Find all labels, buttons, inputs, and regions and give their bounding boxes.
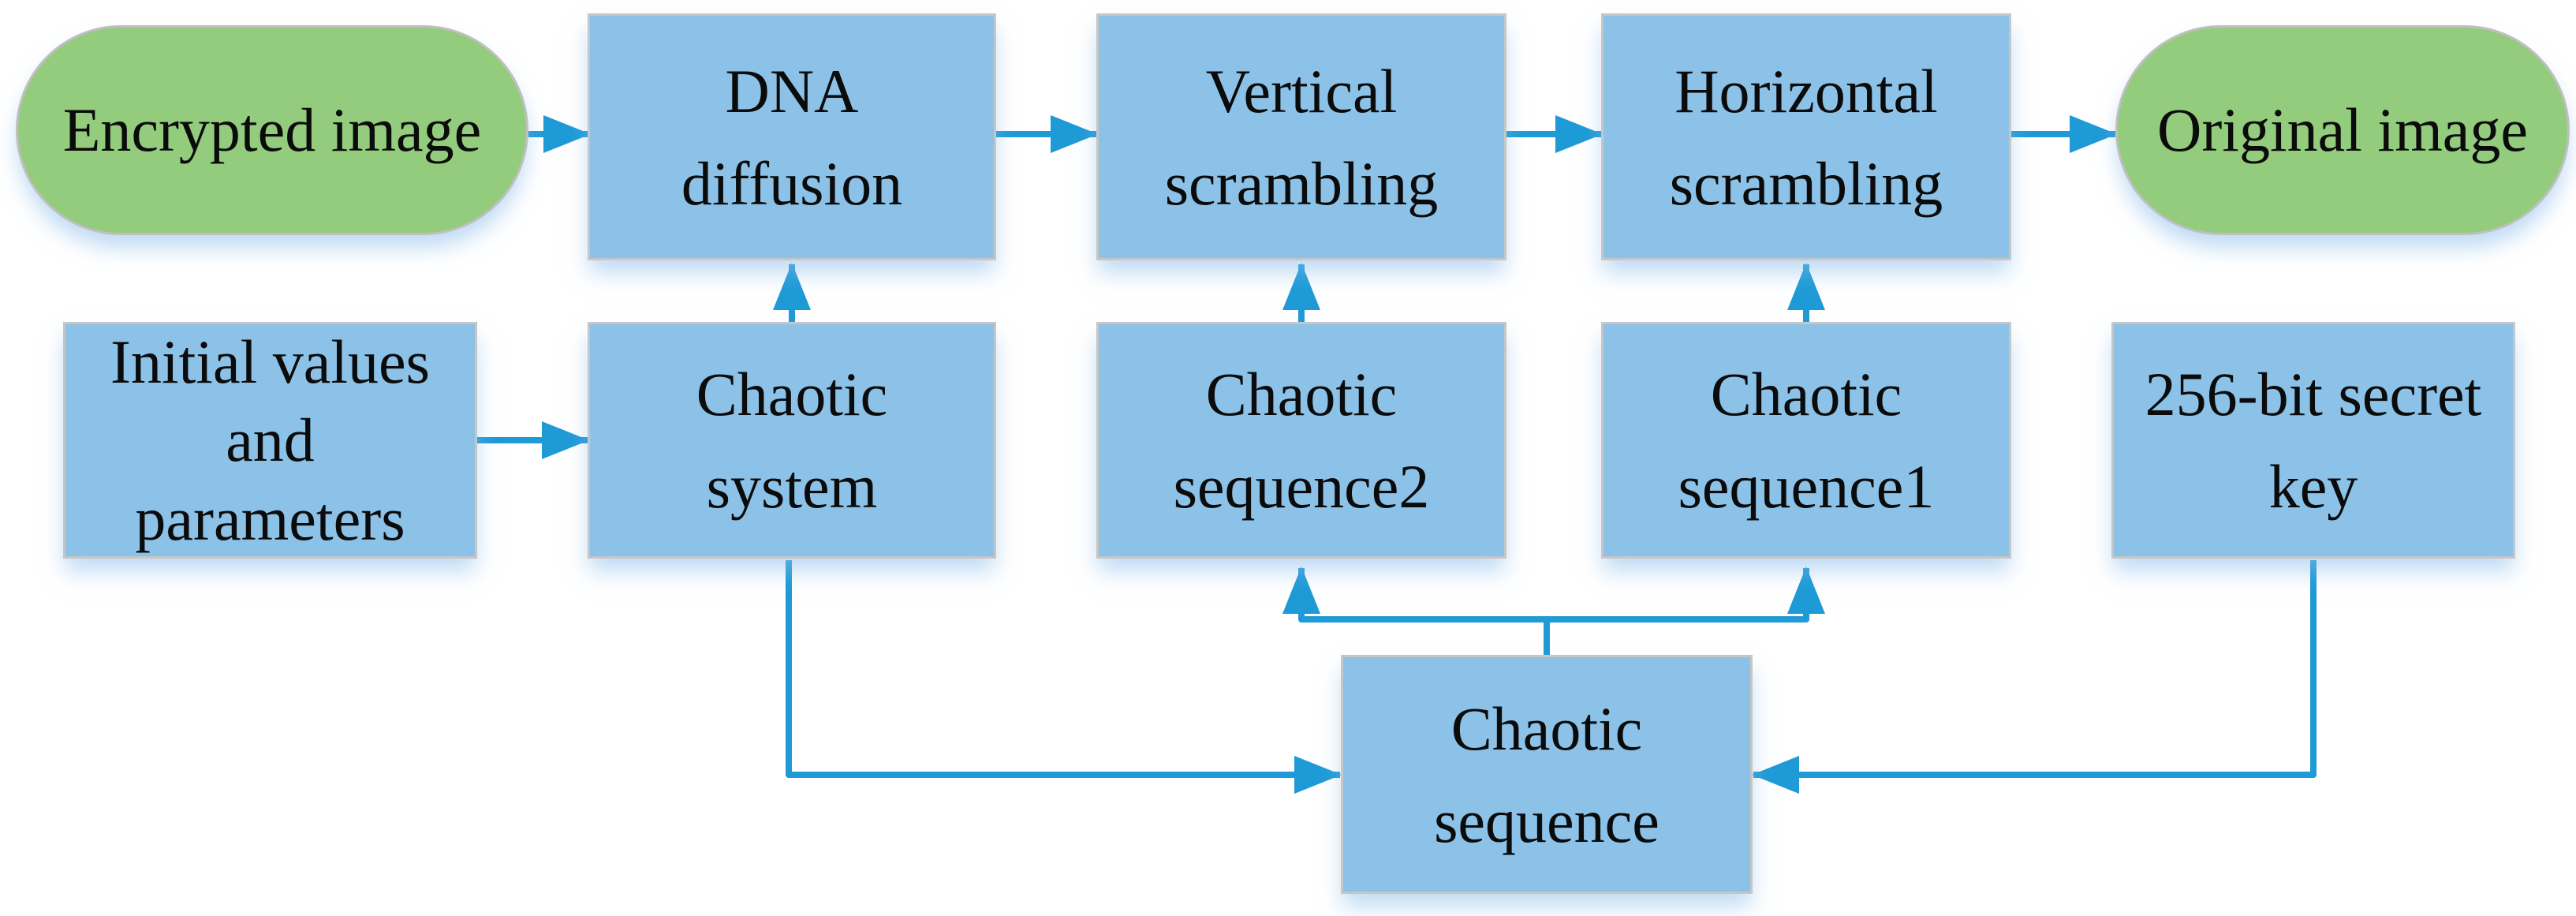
node-label-line: Initial values bbox=[110, 327, 431, 397]
node-label-line: Horizontal bbox=[1674, 56, 1938, 125]
node-chaotic-system: Chaotic system bbox=[588, 322, 996, 559]
node-label-line: 256-bit secret bbox=[2145, 360, 2482, 428]
node-label-line: sequence1 bbox=[1678, 452, 1935, 521]
node-chaotic-sequence: Chaotic sequence bbox=[1341, 655, 1753, 894]
node-secret-key: 256-bit secret key bbox=[2111, 322, 2515, 559]
node-label: Original image bbox=[2156, 95, 2529, 165]
edge-sequence-to-sequence1 bbox=[1547, 566, 1825, 623]
node-label-line: scrambling bbox=[1669, 148, 1943, 218]
node-vertical-scrambling: Vertical scrambling bbox=[1096, 13, 1506, 260]
edge-sequence-to-sequence2 bbox=[1282, 566, 1547, 623]
node-label-line: scrambling bbox=[1164, 148, 1439, 218]
node-label: Encrypted image bbox=[62, 95, 482, 165]
node-label-line: Vertical bbox=[1205, 56, 1398, 125]
edge-chaotic-system-to-sequence bbox=[786, 560, 1342, 794]
node-chaotic-sequence1: Chaotic sequence1 bbox=[1601, 322, 2011, 559]
node-label-line: sequence2 bbox=[1173, 452, 1430, 521]
node-original-image: Original image bbox=[2115, 25, 2570, 235]
node-label-line: DNA bbox=[725, 56, 859, 125]
node-dna-diffusion: DNA diffusion bbox=[588, 13, 996, 260]
node-label-line: Chaotic bbox=[1450, 694, 1643, 763]
node-label-line: diffusion bbox=[681, 148, 903, 218]
node-horizontal-scrambling: Horizontal scrambling bbox=[1601, 13, 2011, 260]
node-chaotic-sequence2: Chaotic sequence2 bbox=[1096, 322, 1506, 559]
node-label-line: parameters bbox=[135, 484, 405, 553]
node-label-line: key bbox=[2268, 452, 2358, 521]
node-initial-values: Initial values and parameters bbox=[63, 322, 477, 559]
node-label-line: system bbox=[706, 452, 878, 521]
node-encrypted-image: Encrypted image bbox=[16, 25, 528, 235]
node-label-line: and bbox=[226, 406, 315, 475]
node-label-line: Chaotic bbox=[1205, 360, 1398, 428]
node-label-line: Chaotic bbox=[696, 360, 888, 428]
edge-key-to-sequence bbox=[1752, 560, 2317, 794]
node-label-line: Chaotic bbox=[1710, 360, 1902, 428]
node-label-line: sequence bbox=[1434, 786, 1659, 855]
